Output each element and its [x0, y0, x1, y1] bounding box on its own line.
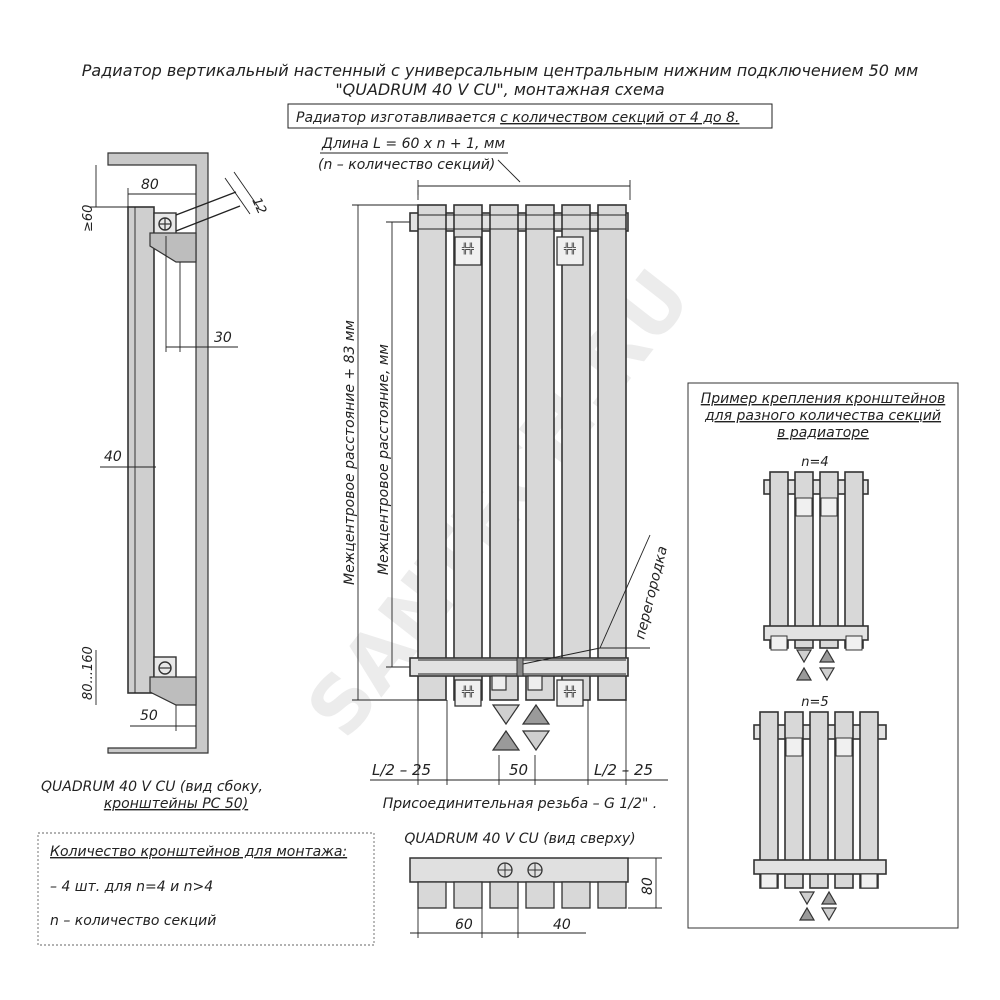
front-top-bracket-right	[556, 236, 584, 266]
n4-section-4	[844, 471, 864, 649]
arrow-up-right-top	[521, 703, 551, 725]
side-view: 80 ≥60 12 30 40 80...160 50 QUADRUM 40 V…	[41, 152, 269, 812]
dim-half-right: L/2 – 25	[594, 761, 653, 779]
section-4	[525, 204, 555, 701]
example-title-1: Пример крепления кронштейнов	[701, 391, 946, 407]
sections-note-prefix: Радиатор изготавливается	[296, 110, 500, 126]
top-view-caption: QUADRUM 40 V CU (вид сверху)	[404, 831, 635, 847]
top-view-collector	[409, 857, 629, 883]
section-2	[453, 204, 483, 701]
brackets-box-line-1: – 4 шт. для n=4 и n>4	[50, 879, 213, 895]
svg-text:╬╬: ╬╬	[564, 685, 577, 698]
arrow-down-left-top	[491, 704, 521, 726]
port-left	[491, 675, 507, 691]
dim-bracket-50: 50	[140, 708, 158, 724]
example-title-2: для разного количества секций	[704, 408, 941, 424]
brackets-box-title: Количество кронштейнов для монтажа:	[50, 844, 347, 860]
section-5	[561, 204, 591, 701]
label-partition: перегородка	[632, 545, 671, 641]
svg-text:╬╬: ╬╬	[462, 685, 475, 698]
example-box: Пример крепления кронштейнов для разного…	[687, 382, 959, 929]
side-caption-2: кронштейны PC 50)	[104, 796, 248, 812]
front-bottom-bracket-right	[556, 679, 584, 707]
dim-depth-40: 40	[104, 449, 122, 465]
length-formula: Длина L = 60 x n + 1, мм	[321, 136, 505, 152]
top-dim-40: 40	[553, 917, 571, 933]
dim-center-50: 50	[509, 761, 528, 779]
n5-section-3	[809, 711, 829, 889]
brackets-box-line-2: n – количество секций	[50, 913, 216, 929]
arrow-up-left-bottom	[491, 729, 521, 751]
brackets-box: Количество кронштейнов для монтажа: – 4 …	[37, 832, 375, 946]
svg-text:╬╬: ╬╬	[564, 242, 577, 255]
top-dim-60: 60	[455, 917, 473, 933]
dim-bottom-80-160: 80...160	[81, 646, 96, 700]
label-n5: n=5	[801, 695, 828, 710]
front-bottom-bracket-left	[454, 679, 482, 707]
title-line-2: "QUADRUM 40 V CU", монтажная схема	[335, 80, 664, 99]
dim-half-left: L/2 – 25	[372, 761, 431, 779]
section-3	[489, 204, 519, 701]
side-caption-1: QUADRUM 40 V CU (вид сбоку,	[41, 779, 263, 795]
front-top-bracket-left	[454, 236, 482, 266]
thread-note: Присоединительная резьба – G 1/2" .	[383, 796, 657, 812]
wall	[107, 152, 209, 754]
arrow-down-right-bottom	[521, 730, 551, 752]
label-n4: n=4	[801, 455, 828, 470]
dim-top-60: ≥60	[81, 205, 96, 232]
title-line-1: Радиатор вертикальный настенный с универ…	[82, 61, 918, 80]
top-bracket	[149, 232, 197, 263]
port-right	[527, 675, 543, 691]
n4-section-1	[769, 471, 789, 649]
example-title-3: в радиаторе	[777, 425, 869, 441]
dim-offset-30: 30	[214, 330, 232, 346]
sections-note-frame	[287, 103, 773, 129]
partition	[516, 657, 524, 677]
example-box-frame	[687, 382, 959, 929]
section-6	[597, 204, 627, 701]
bottom-bracket	[149, 676, 197, 706]
label-center-distance: Межцентровое расстояние, мм	[376, 344, 392, 575]
length-legend: (n – количество секций)	[318, 157, 495, 173]
label-center-distance-plus: Межцентровое расстояние + 83 мм	[342, 320, 358, 585]
front-view: Межцентровое расстояние + 83 мм Межцентр…	[342, 180, 671, 812]
dim-width-80: 80	[141, 177, 159, 193]
sections-note-underlined: с количеством секций от 4 до 8.	[500, 110, 739, 126]
sections-note: Радиатор изготавливается с количеством с…	[296, 110, 739, 126]
brackets-box-frame	[37, 832, 375, 946]
dim-bracket-12: 12	[248, 195, 269, 216]
side-radiator-body	[127, 206, 155, 694]
section-1	[417, 204, 447, 701]
top-dim-80: 80	[640, 877, 656, 895]
top-view: QUADRUM 40 V CU (вид сверху) 80 60 40	[404, 831, 662, 938]
svg-text:╬╬: ╬╬	[462, 242, 475, 255]
